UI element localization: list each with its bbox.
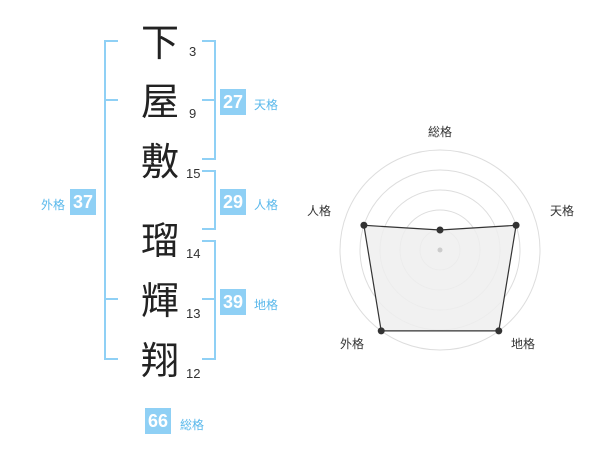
name-char-2: 屋 <box>140 80 179 124</box>
stroke-count-3: 15 <box>186 166 201 181</box>
bracket-tick <box>104 298 118 300</box>
name-char-3: 敷 <box>140 140 179 184</box>
chikaku-value-badge: 39 <box>220 289 247 315</box>
radar-point-5 <box>360 221 368 229</box>
radar-label-tenkaku: 天格 <box>550 204 575 218</box>
jinkaku-label: 人格 <box>254 198 279 212</box>
radar-polygon <box>363 224 517 332</box>
bracket-tick <box>104 99 118 101</box>
jinkaku-bracket <box>202 170 216 230</box>
radar-label-jinkaku: 人格 <box>307 204 332 218</box>
radar-point-3 <box>495 327 503 335</box>
radar-grid-ring <box>359 169 521 331</box>
name-char-4: 瑠 <box>140 219 179 263</box>
radar-point-1 <box>436 226 444 234</box>
stroke-count-6: 12 <box>186 366 201 381</box>
name-char-5: 輝 <box>140 279 179 323</box>
chikaku-label: 地格 <box>254 298 279 312</box>
stroke-count-5: 13 <box>186 306 201 321</box>
stroke-count-1: 3 <box>189 44 197 59</box>
radar-label-soukaku: 総格 <box>428 125 453 139</box>
radar-grid-ring <box>399 209 481 291</box>
bracket-tick <box>202 298 216 300</box>
name-char-6: 翔 <box>140 339 179 383</box>
gaikaku-bracket <box>104 40 118 360</box>
tenkaku-label: 天格 <box>254 98 279 112</box>
radar-point-4 <box>377 327 385 335</box>
radar-grid-ring <box>419 229 461 271</box>
stroke-count-4: 14 <box>186 246 201 261</box>
tenkaku-value-badge: 27 <box>220 89 247 115</box>
radar-label-chikaku: 地格 <box>511 337 536 351</box>
radar-point-2 <box>512 221 520 229</box>
gaikaku-label: 外格 <box>41 198 66 212</box>
jinkaku-value-badge: 29 <box>220 189 247 215</box>
stroke-count-2: 9 <box>189 106 197 121</box>
gaikaku-value-badge: 37 <box>70 189 97 215</box>
chikaku-bracket <box>202 240 216 360</box>
soukaku-value-badge: 66 <box>145 408 172 434</box>
name-char-1: 下 <box>140 21 179 65</box>
soukaku-label: 総格 <box>180 418 205 432</box>
radar-grid-ring <box>379 189 501 311</box>
radar-grid-ring <box>339 149 541 351</box>
radar-label-gaikaku: 外格 <box>340 337 365 351</box>
bracket-tick <box>202 99 216 101</box>
radar-center-dot <box>437 247 443 253</box>
